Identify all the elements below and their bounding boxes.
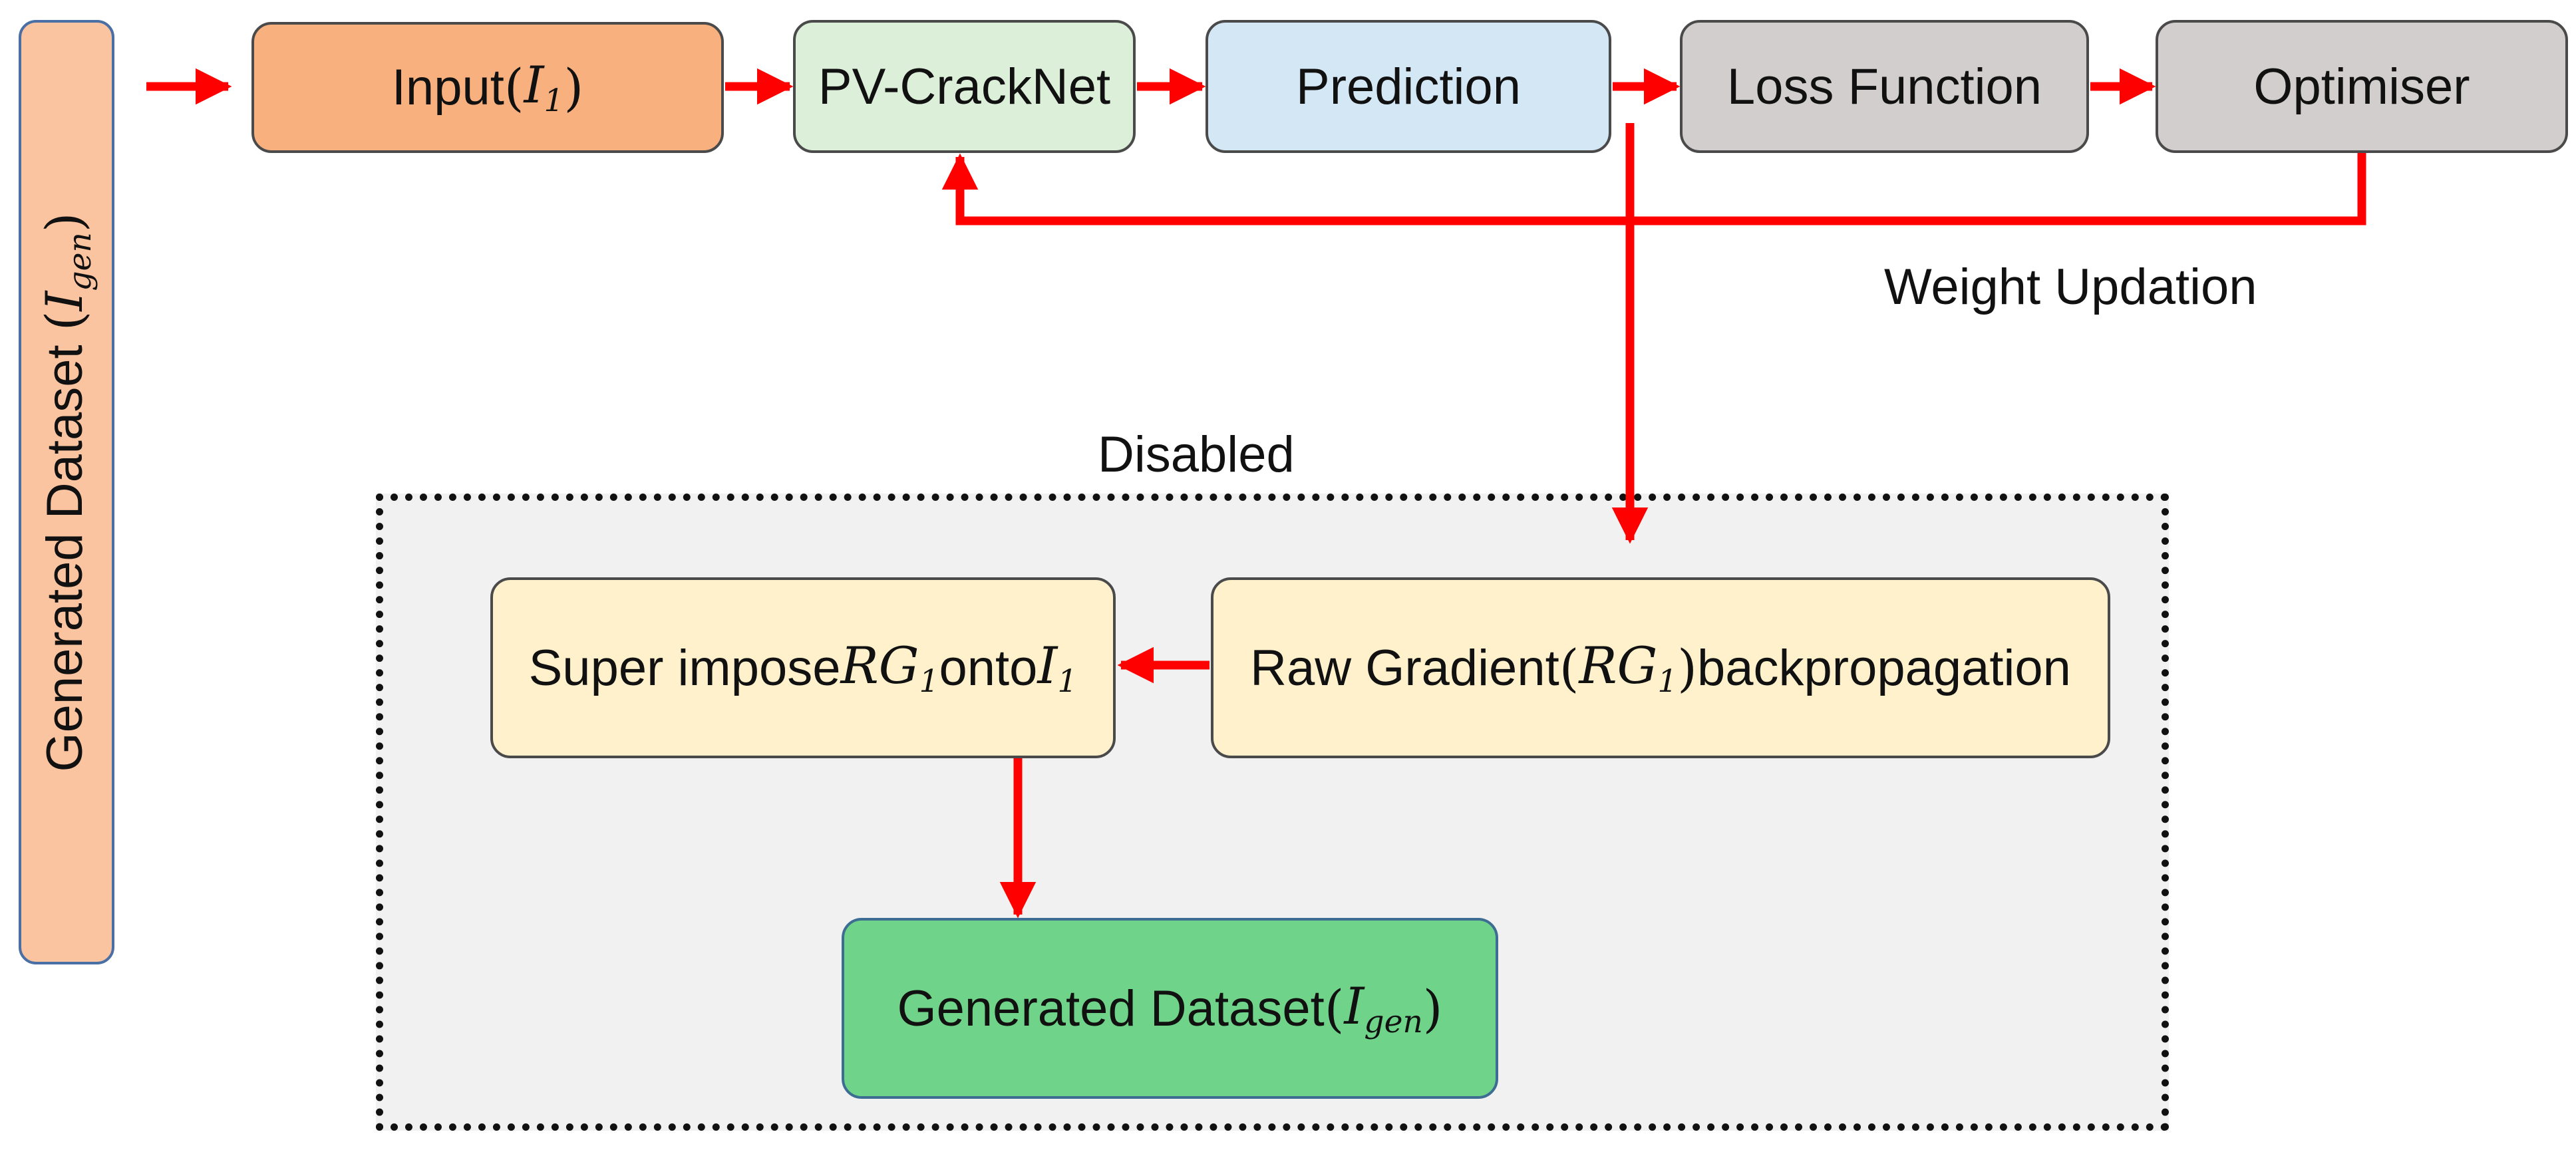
generated-math-sub: gen (1364, 1004, 1423, 1041)
superimpose-pre: Super impose (528, 639, 841, 696)
raw-gradient-post: backpropagation (1696, 639, 2071, 696)
raw-gradient-math-sub: 1 (1657, 663, 1678, 700)
superimpose-math1-sub: 1 (919, 663, 939, 700)
prediction-label: Prediction (1296, 58, 1521, 115)
input-math-sub: 1 (544, 82, 564, 120)
generated-dataset-text: Generated Dataset (897, 980, 1325, 1037)
prediction-box: Prediction (1206, 20, 1611, 153)
raw-gradient-box: Raw Gradient (RG1) backpropagation (1211, 577, 2110, 758)
superimpose-box: Super impose RG1 onto I1 (490, 577, 1116, 758)
input-box: Input (I1) (251, 22, 724, 153)
pv-cracknet-box: PV-CrackNet (793, 20, 1136, 153)
optimiser-label: Optimiser (2253, 58, 2470, 115)
generated-dataset-box: Generated Dataset (Igen) (842, 918, 1498, 1099)
raw-gradient-math-base: RG (1579, 635, 1658, 695)
generated-math-base: I (1344, 976, 1365, 1036)
superimpose-math1-base: RG (840, 635, 919, 695)
superimpose-math2-base: I (1037, 635, 1058, 695)
raw-gradient-pre: Raw Gradient (1250, 639, 1559, 696)
disabled-label: Disabled (1098, 426, 1295, 483)
weight-updation-label: Weight Updation (1884, 259, 2257, 315)
optimiser-box: Optimiser (2156, 20, 2568, 153)
input-math-base: I (524, 55, 544, 115)
generated-dataset-side-bar: Generated Dataset (Igen) (19, 20, 114, 964)
pv-cracknet-label: PV-CrackNet (818, 58, 1111, 115)
arrow-weight-update-feedback (941, 153, 2366, 225)
superimpose-mid: onto (939, 639, 1038, 696)
loss-function-label: Loss Function (1726, 58, 2042, 115)
superimpose-math2-sub: 1 (1057, 663, 1078, 700)
loss-function-box: Loss Function (1680, 20, 2089, 153)
input-box-text: Input (391, 59, 504, 116)
